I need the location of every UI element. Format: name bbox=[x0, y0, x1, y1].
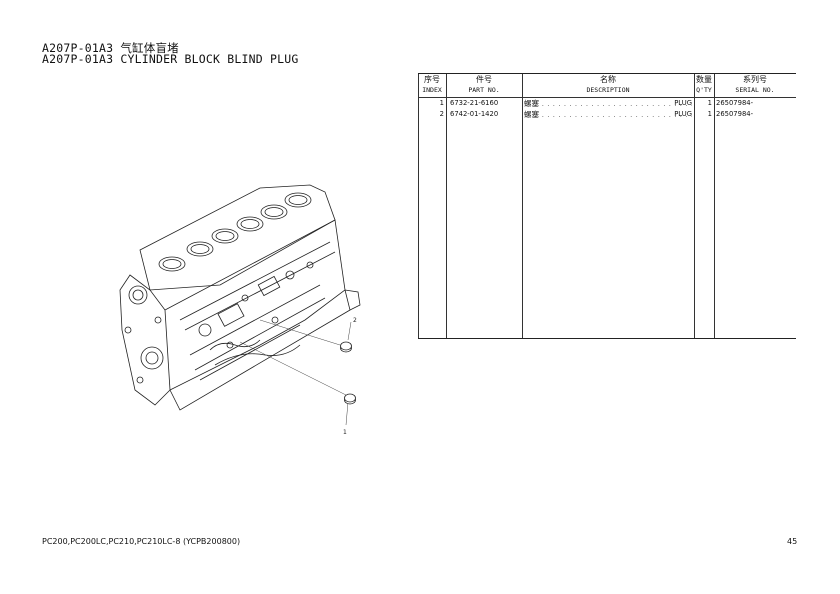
header-index: 序号 INDEX bbox=[422, 75, 442, 94]
engine-block-illustration: 2 1 bbox=[119, 184, 361, 436]
header-qty: 数量 Q'TY bbox=[696, 75, 712, 94]
callout-label-2: 2 bbox=[353, 317, 357, 324]
table-row: 1 6732-21-6160 螺塞 . . . . . . . . . . . … bbox=[439, 99, 754, 108]
page-title-cn: A207P-01A3 气缸体盲堵 bbox=[42, 41, 179, 55]
page-title-en: A207P-01A3 CYLINDER BLOCK BLIND PLUG bbox=[42, 52, 299, 66]
callout-label-1: 1 bbox=[343, 429, 347, 436]
page-number: 45 bbox=[787, 537, 798, 546]
header-serial: 系列号 SERIAL NO. bbox=[735, 75, 775, 94]
header-description: 名称 DESCRIPTION bbox=[586, 75, 630, 94]
header-part-no: 件号 PART NO. bbox=[468, 75, 500, 94]
table-row: 2 6742-01-1420 螺塞 . . . . . . . . . . . … bbox=[439, 110, 754, 119]
footer-models: PC200,PC200LC,PC210,PC210LC-8 (YCPB20080… bbox=[42, 537, 241, 546]
parts-table: 序号 INDEX 件号 PART NO. 名称 DESCRIPTION 数量 Q… bbox=[418, 73, 796, 339]
